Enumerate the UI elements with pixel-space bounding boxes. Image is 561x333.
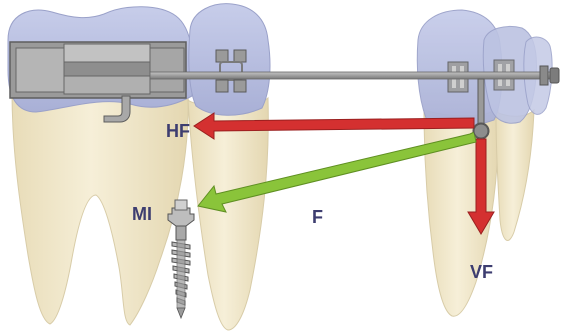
premolar-crown [189,4,270,116]
molar-root [12,92,188,325]
force-application-point [474,124,488,138]
archwire [150,72,555,79]
premolar-tooth [188,4,270,330]
premolar-root [188,98,268,330]
label-hf: HF [166,121,190,141]
miniscrew-implant [168,200,194,318]
label-f: F [312,207,323,227]
label-mi: MI [132,204,152,224]
label-vf: VF [470,262,493,282]
incisor-root [496,110,534,241]
